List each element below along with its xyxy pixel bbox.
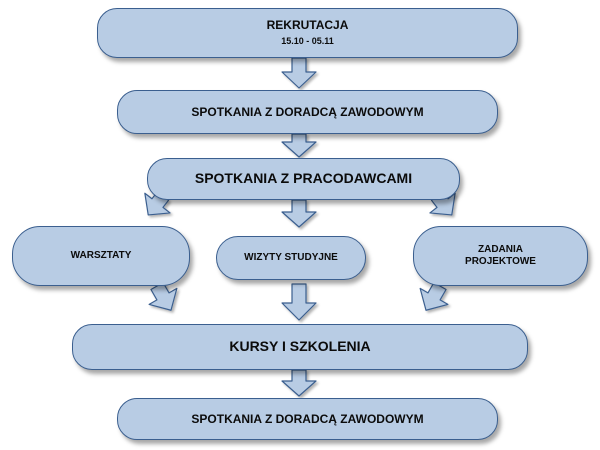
block-arrow-icon (419, 281, 449, 311)
node-zadania-projektowe-line2: PROJEKTOWE (465, 256, 536, 267)
block-arrow-icon (281, 57, 317, 89)
block-arrow-icon (281, 369, 317, 397)
node-rekrutacja-label: REKRUTACJA (266, 18, 349, 33)
node-kursy-szkolenia: KURSY I SZKOLENIA (72, 324, 528, 370)
block-arrow-icon (281, 283, 317, 321)
node-spotkania-pracodawcy-label: SPOTKANIA Z PRACODAWCAMI (194, 170, 413, 187)
node-spotkania-pracodawcy: SPOTKANIA Z PRACODAWCAMI (147, 158, 460, 200)
node-zadania-projektowe: ZADANIA PROJEKTOWE (413, 226, 588, 286)
node-spotkania-doradca-2-label: SPOTKANIA Z DORADCĄ ZAWODOWYM (191, 411, 424, 426)
block-arrow-icon (281, 133, 317, 158)
node-warsztaty-label: WARSZTATY (70, 249, 132, 261)
node-zadania-projektowe-line1: ZADANIA (478, 243, 523, 255)
node-wizyty-studyjne-label: WIZYTY STUDYJNE (244, 251, 338, 263)
node-spotkania-doradca-2: SPOTKANIA Z DORADCĄ ZAWODOWYM (117, 398, 498, 440)
node-kursy-szkolenia-label: KURSY I SZKOLENIA (229, 338, 371, 355)
node-rekrutacja-dates: 15.10 - 05.11 (281, 36, 334, 47)
node-warsztaty: WARSZTATY (12, 226, 190, 286)
node-spotkania-doradca-1-label: SPOTKANIA Z DORADCĄ ZAWODOWYM (191, 104, 424, 119)
node-wizyty-studyjne: WIZYTY STUDYJNE (216, 236, 366, 280)
node-rekrutacja: REKRUTACJA 15.10 - 05.11 (97, 8, 518, 58)
node-spotkania-doradca-1: SPOTKANIA Z DORADCĄ ZAWODOWYM (117, 90, 498, 134)
block-arrow-icon (281, 199, 317, 228)
